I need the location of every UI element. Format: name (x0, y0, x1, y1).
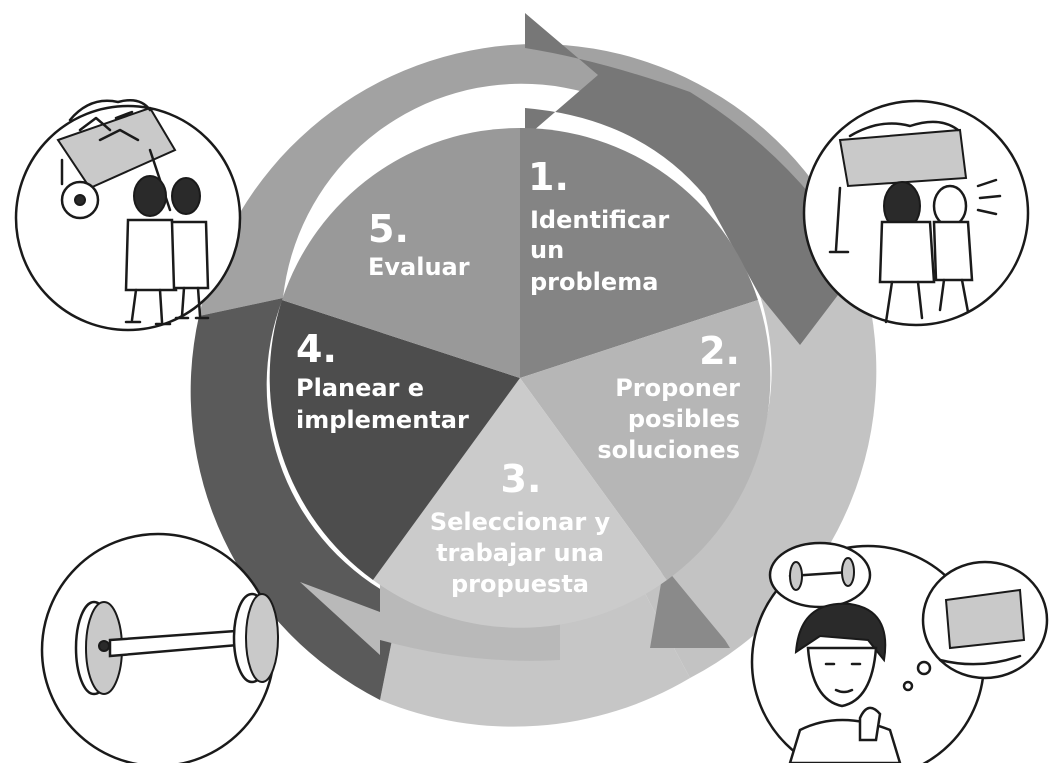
step-2: 2. Proponer posibles soluciones (597, 329, 740, 464)
cart-pushing-children-illustration (802, 99, 1030, 327)
sector-planear (269, 300, 520, 580)
step-5-label-line-1: Evaluar (368, 253, 470, 281)
step-1: 1. Identificar un problema (528, 155, 669, 296)
step-3-number: 3. (501, 457, 542, 501)
step-4: 4. Planear e implementar (296, 327, 469, 434)
step-3: 3. Seleccionar y trabajar una propuesta (430, 457, 611, 598)
thinking-boy-illustration (750, 541, 1049, 763)
cycle-arrows (300, 13, 860, 661)
step-4-label-line-2: implementar (296, 406, 469, 434)
sector-identificar (520, 127, 758, 378)
step-2-label-line-1: Proponer (615, 374, 740, 402)
arrow-bottom-right (650, 566, 730, 648)
step-1-number: 1. (528, 155, 569, 199)
step-5-number: 5. (368, 207, 409, 251)
sector-evaluar (282, 127, 520, 378)
inner-pie (269, 127, 771, 628)
step-3-label-line-3: propuesta (451, 570, 589, 598)
step-3-label-line-1: Seleccionar y (430, 508, 611, 536)
ring-segment-right (640, 266, 877, 678)
step-1-label-line-2: un (530, 236, 564, 264)
step-1-label-line-1: Identificar (530, 206, 669, 234)
sector-proponer (520, 300, 771, 580)
step-3-label-line-2: trabajar una (436, 539, 604, 567)
step-1-label-line-3: problema (530, 268, 658, 296)
step-2-label-line-3: soluciones (597, 436, 740, 464)
ring-segment-left (190, 298, 400, 700)
arrow-top (525, 13, 860, 345)
axle-wheels-illustration (40, 532, 279, 763)
arrow-bottom (300, 580, 560, 661)
cart-pulling-children-illustration (14, 99, 242, 332)
step-4-number: 4. (296, 327, 337, 371)
step-4-label-line-1: Planear e (296, 374, 424, 402)
step-5: 5. Evaluar (368, 207, 470, 281)
step-2-label-line-2: posibles (628, 405, 740, 433)
step-2-number: 2. (699, 329, 740, 373)
sector-seleccionar (373, 378, 667, 628)
